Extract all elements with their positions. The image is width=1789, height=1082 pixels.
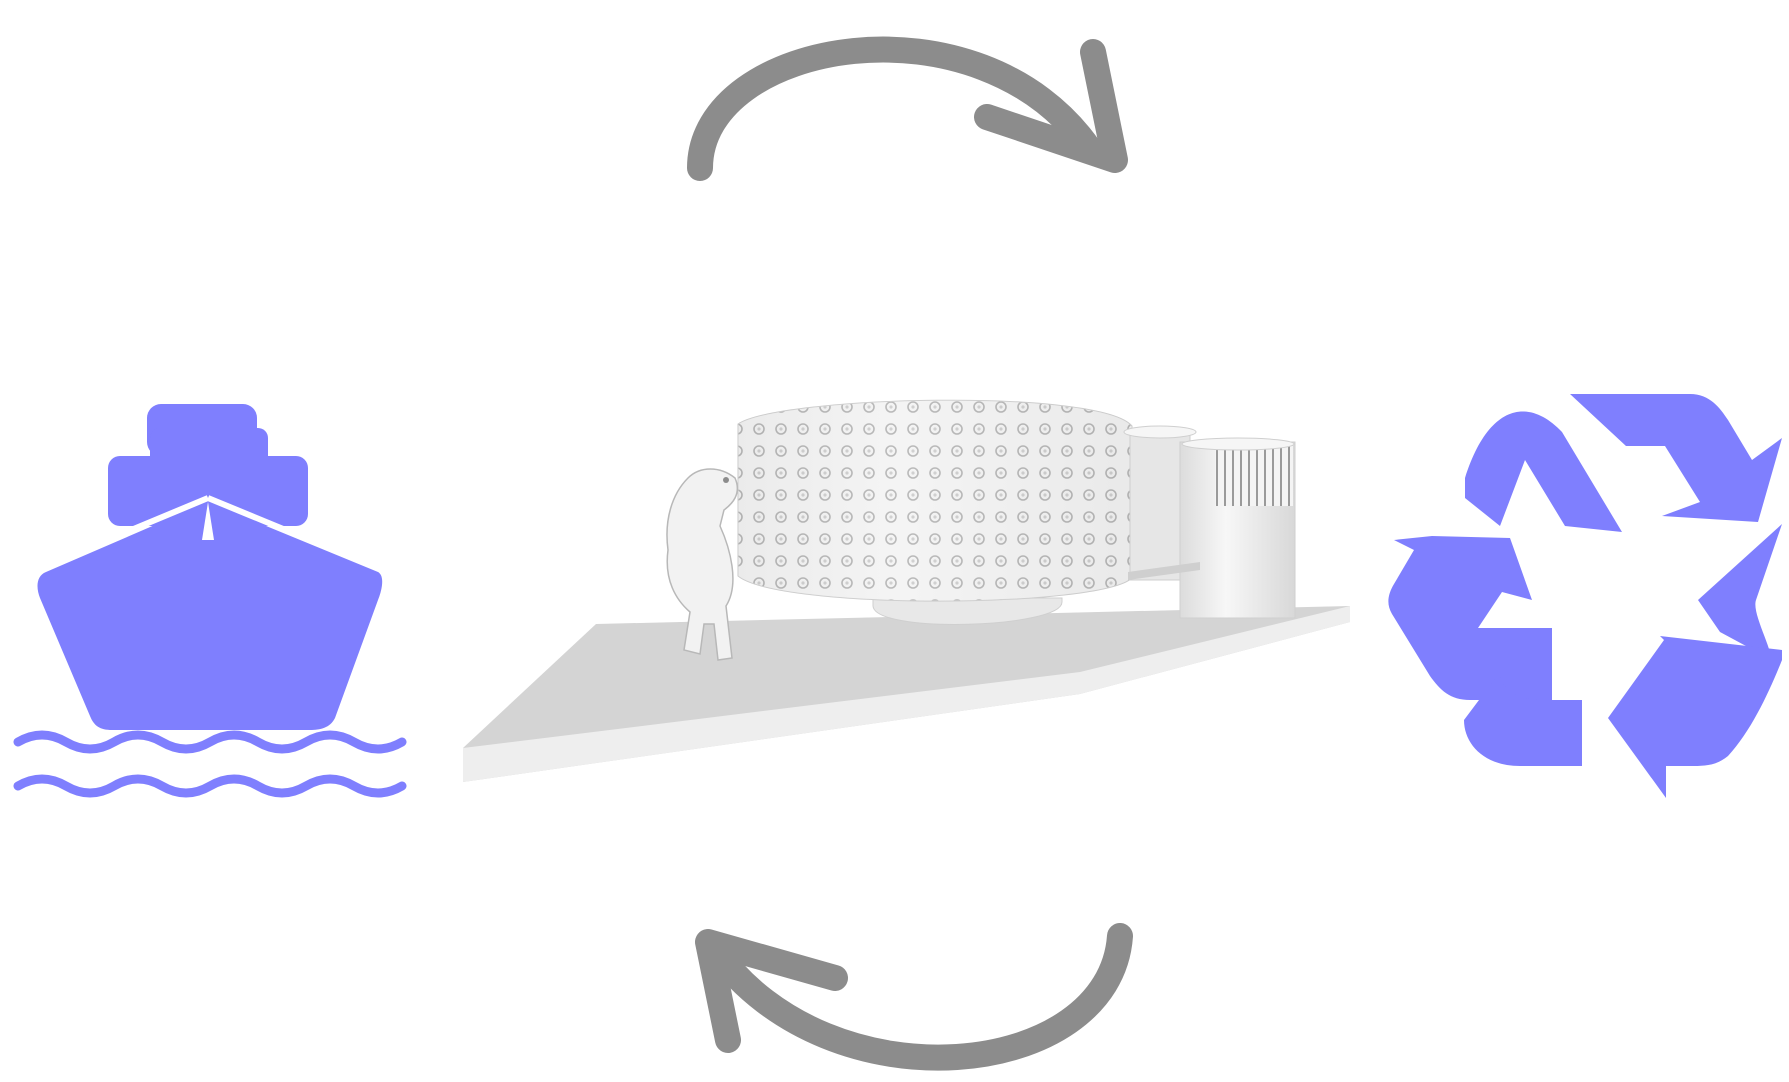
- ship-icon: [13, 404, 407, 798]
- top-cycle-arrow-icon: [687, 36, 1128, 181]
- service-tower: [1123, 425, 1296, 619]
- kinetic-facade-drum: [737, 399, 1133, 602]
- recycle-icon: [1388, 394, 1782, 798]
- polar-bear-figure: [666, 468, 739, 661]
- floating-platform-render: [463, 399, 1350, 782]
- bottom-cycle-arrow-icon: [695, 923, 1133, 1071]
